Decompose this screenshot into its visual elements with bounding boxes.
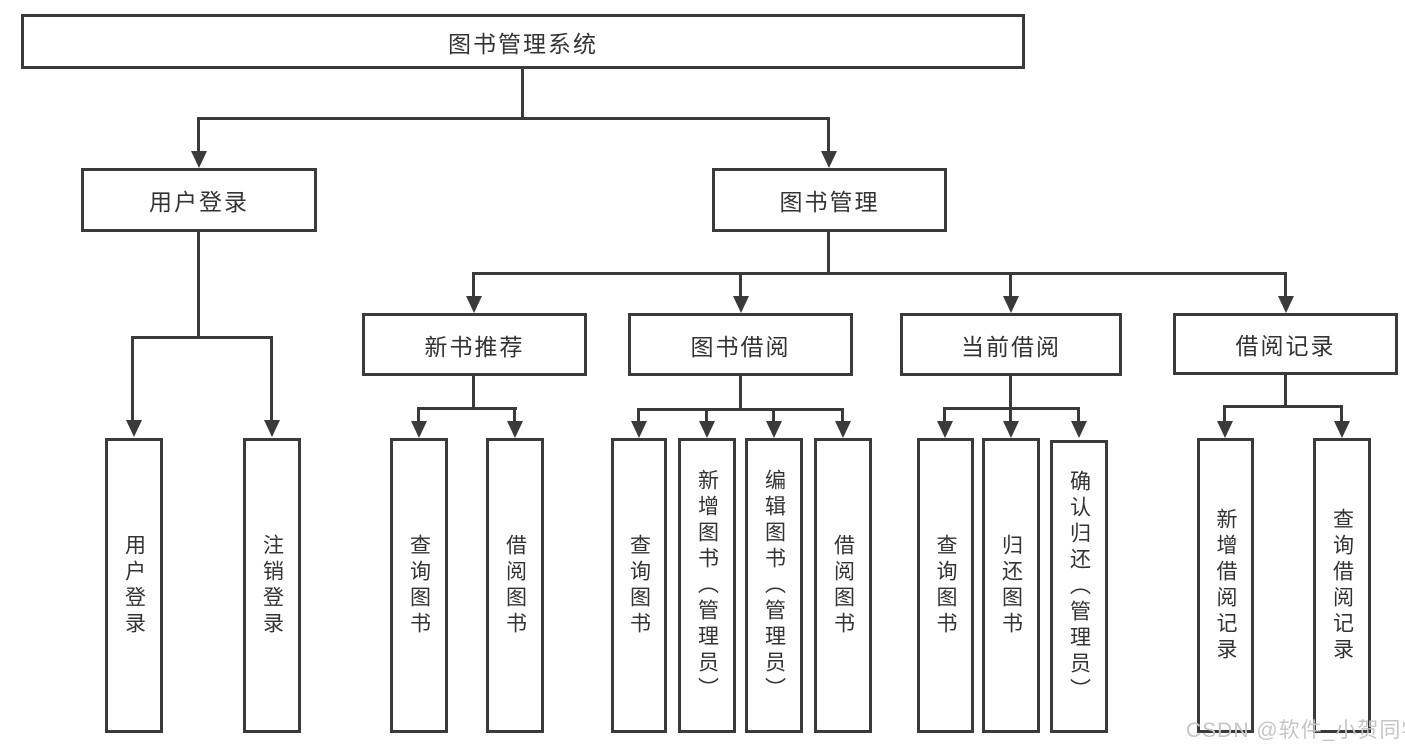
connector-leaf8-drop [841,408,844,422]
leaf-logout: 注销登录 [243,438,301,733]
connector-leaf1-drop [131,336,134,421]
arrow-current-borrow [1003,296,1019,313]
leaf-borrow-books-1: 借阅图书 [486,438,544,733]
connector-leaf6-drop [705,408,708,422]
node-book-management: 图书管理 [712,168,947,232]
arrow-user-login [191,151,207,168]
node-user-login: 用户登录 [81,168,317,232]
connector-user-login-drop [197,117,200,152]
connector-leaf9-drop [943,407,946,422]
connector-l3b-bar [637,408,844,411]
connector-leaf12-drop [1223,405,1226,422]
arrow-leaf-borrow-books-1 [507,421,523,438]
leaf-add-books-admin: 新增图书（管理员） [678,438,736,733]
connector-leaf7-drop [772,408,775,422]
node-new-book-recommend-label: 新书推荐 [424,333,525,360]
arrow-leaf-query-record [1334,421,1350,438]
connector-book-mgmt-drop [827,117,830,152]
node-root-label: 图书管理系统 [448,30,598,57]
connector-l3d-drop [1284,272,1287,297]
leaf-confirm-return-admin-label: 确认归还（管理员） [1067,469,1091,704]
node-book-borrow: 图书借阅 [628,313,853,376]
leaf-confirm-return-admin: 确认归还（管理员） [1050,440,1108,733]
node-borrow-records-label: 借阅记录 [1235,333,1336,359]
node-user-login-label: 用户登录 [149,189,249,215]
connector-l3b-drop [739,272,742,297]
arrow-leaf-edit-books [766,421,782,438]
leaf-add-books-admin-label: 新增图书（管理员） [695,468,719,703]
node-current-borrow: 当前借阅 [900,313,1122,376]
leaf-add-borrow-record: 新增借阅记录 [1197,438,1254,733]
node-book-management-label: 图书管理 [779,189,880,215]
leaf-borrow-books-2: 借阅图书 [814,438,872,733]
connector-level2-bar [197,117,830,120]
leaf-query-books-1: 查询图书 [390,438,448,733]
connector-book-mgmt-stem [827,232,830,275]
connector-l3b-stem [739,376,742,411]
connector-leaf2-drop [270,336,273,421]
leaf-query-books-2-label: 查询图书 [627,533,651,638]
leaf-query-books-2: 查询图书 [611,438,667,733]
leaf-logout-label: 注销登录 [260,533,284,638]
leaf-return-books: 归还图书 [982,438,1040,733]
csdn-watermark: CSDN @软件_小贺同学 [1186,719,1405,742]
node-root: 图书管理系统 [21,14,1025,69]
arrow-leaf-query-books-2 [631,421,647,438]
leaf-query-books-1-label: 查询图书 [407,533,431,638]
arrow-book-mgmt [821,151,837,168]
leaf-query-borrow-record: 查询借阅记录 [1313,438,1371,733]
arrow-new-book [466,296,482,313]
connector-l3d-bar [1223,405,1343,408]
connector-leaf10-drop [1009,407,1012,422]
arrow-leaf-add-record [1217,421,1233,438]
node-new-book-recommend: 新书推荐 [362,313,587,376]
arrow-leaf-add-books [699,421,715,438]
connector-leaf13-drop [1340,405,1343,422]
connector-level3-bar [472,272,1286,275]
node-borrow-records: 借阅记录 [1173,313,1398,375]
arrow-leaf-logout [264,420,280,437]
arrow-book-borrow [733,296,749,313]
node-current-borrow-label: 当前借阅 [961,333,1061,360]
connector-l3a-bar [417,407,517,410]
node-book-borrow-label: 图书借阅 [690,333,791,360]
leaf-return-books-label: 归还图书 [999,533,1023,638]
connector-l3a-stem [472,376,475,410]
connector-leaf4-drop [513,407,516,422]
leaf-borrow-books-2-label: 借阅图书 [831,533,855,638]
connector-leaf5-drop [637,408,640,422]
connector-l3d-stem [1284,375,1287,408]
arrow-leaf-confirm-return [1071,421,1087,438]
leaf-borrow-books-1-label: 借阅图书 [503,533,527,638]
arrow-leaf-query-books-3 [937,421,953,438]
leaf-user-login-label: 用户登录 [122,533,146,638]
arrow-leaf-user-login [126,420,142,437]
connector-l3c-drop [1009,272,1012,297]
connector-l3c-stem [1009,376,1012,410]
leaf-query-books-3-label: 查询图书 [934,533,957,638]
connector-user-login-stem [197,232,200,339]
leaf-add-borrow-record-label: 新增借阅记录 [1214,507,1237,664]
arrow-leaf-borrow-books-2 [835,421,851,438]
leaf-query-books-3: 查询图书 [917,438,974,733]
arrow-leaf-return-books [1003,421,1019,438]
connector-user-login-bar [131,336,273,339]
leaf-query-borrow-record-label: 查询借阅记录 [1330,507,1354,664]
leaf-user-login: 用户登录 [105,438,163,733]
leaf-edit-books-admin: 编辑图书（管理员） [745,438,803,733]
leaf-edit-books-admin-label: 编辑图书（管理员） [762,468,786,703]
connector-leaf3-drop [417,407,420,422]
connector-leaf11-drop [1077,407,1080,422]
arrow-leaf-query-books-1 [411,421,427,438]
arrow-borrow-records [1278,296,1294,313]
connector-root-stem [521,69,524,120]
connector-l3a-drop [472,272,475,297]
